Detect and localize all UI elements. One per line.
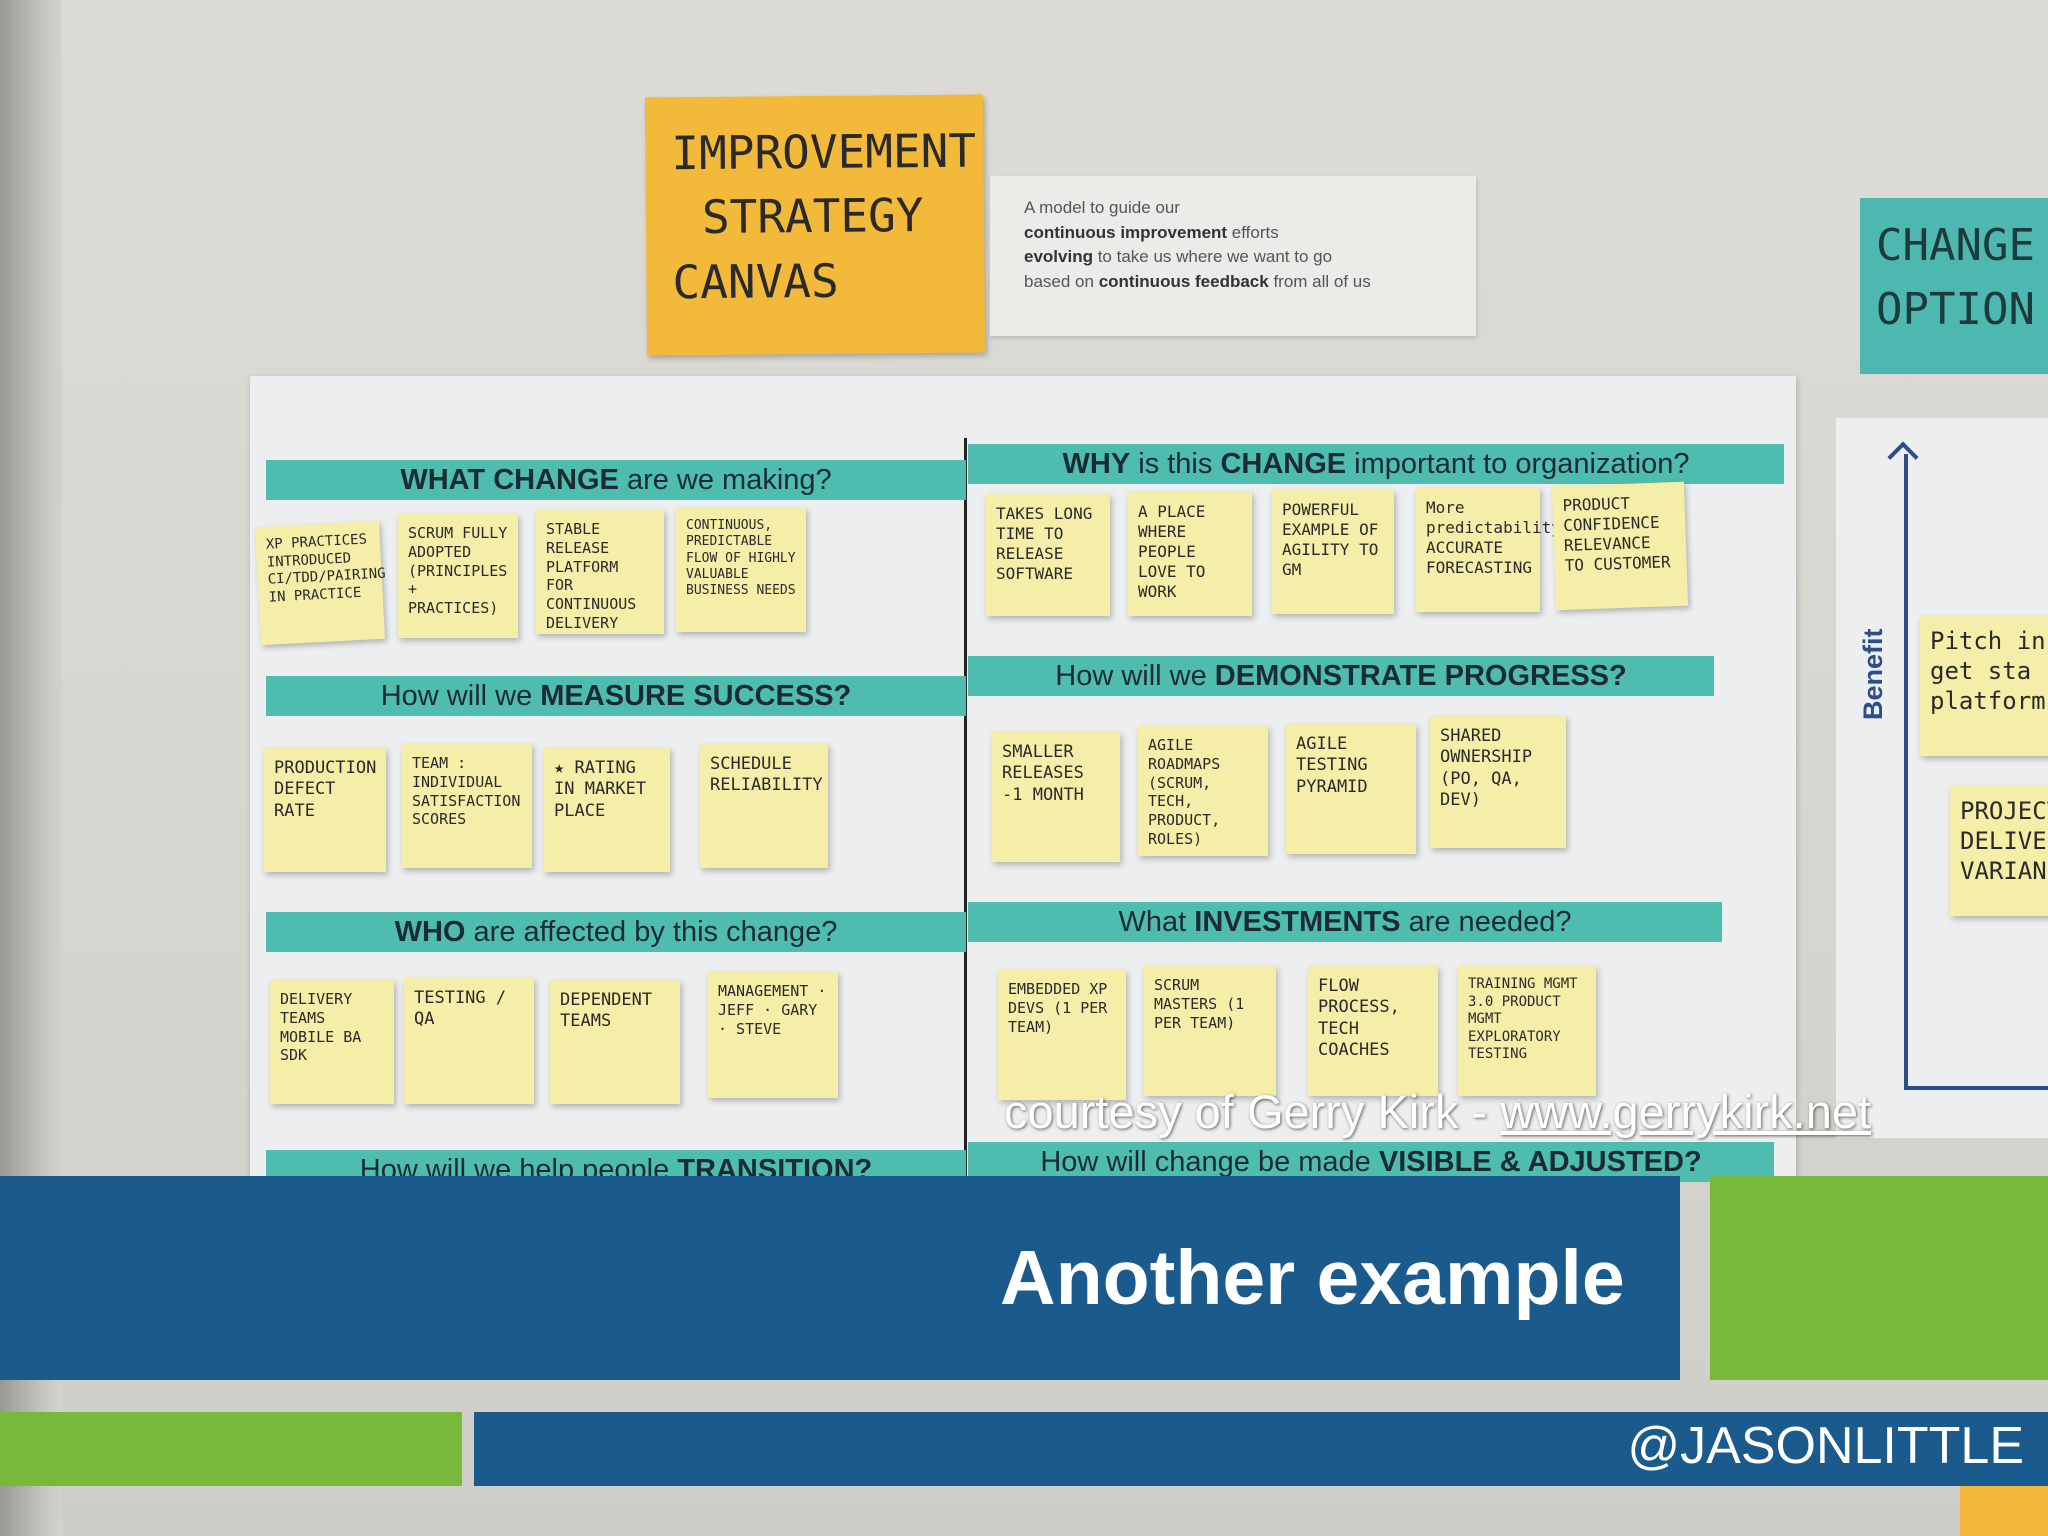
- sticky-note: SCRUM MASTERS (1 PER TEAM): [1144, 966, 1276, 1096]
- title-sticky: IMPROVEMENT STRATEGY CANVAS: [644, 94, 986, 356]
- title-line-2: STRATEGY: [701, 188, 924, 245]
- footer-blue-strip: [474, 1412, 2048, 1486]
- sticky-note: DEPENDENT TEAMS: [550, 980, 680, 1104]
- canvas-divider: [964, 438, 967, 1178]
- courtesy-caption: courtesy of Gerry Kirk - www.gerrykirk.n…: [1004, 1084, 1871, 1139]
- author-handle: @JASONLITTLE: [1627, 1417, 2024, 1475]
- slide-title: Another example: [1000, 1235, 1625, 1321]
- sticky-note: ★ RATING IN MARKET PLACE: [544, 748, 670, 872]
- gerrykirk-link[interactable]: www.gerrykirk.net: [1500, 1085, 1872, 1138]
- sticky-note: TEAM : INDIVIDUAL SATISFACTION SCORES: [402, 744, 532, 868]
- sticky-note: SMALLER RELEASES -1 MONTH: [992, 732, 1120, 862]
- model-description-card: A model to guide our continuous improvem…: [990, 176, 1476, 336]
- title-line-1: IMPROVEMENT: [671, 123, 977, 181]
- section-demonstrate-progress: How will we DEMONSTRATE PROGRESS?: [968, 656, 1714, 696]
- sticky-note: CONTINUOUS, PREDICTABLE FLOW OF HIGHLY V…: [676, 508, 806, 632]
- sticky-note: More predictability ACCURATE FORECASTING: [1416, 488, 1561, 612]
- model-line-2: continuous improvement efforts: [1024, 222, 1279, 242]
- change-options-poster: [1836, 418, 2048, 1138]
- sticky-note: SCHEDULE RELIABILITY: [700, 744, 828, 868]
- sticky-note: DELIVERY TEAMS MOBILE BA SDK: [270, 980, 394, 1104]
- courtesy-text: courtesy of Gerry Kirk -: [1004, 1085, 1501, 1138]
- sticky-note: PRODUCT CONFIDENCE RELEVANCE TO CUSTOMER: [1551, 481, 1689, 611]
- section-what-change: WHAT CHANGE are we making?: [266, 460, 966, 500]
- section-investments: What INVESTMENTS are needed?: [968, 902, 1722, 942]
- section-why-change: WHY is this CHANGE important to organiza…: [968, 444, 1784, 484]
- title-line-3: CANVAS: [672, 253, 839, 310]
- benefit-axis-label: Benefit: [1858, 628, 1888, 720]
- improvement-canvas-poster: WHAT CHANGE are we making? WHY is this C…: [250, 376, 1796, 1190]
- sticky-note: EMBEDDED XP DEVS (1 PER TEAM): [998, 970, 1126, 1100]
- accent-square: [1710, 1176, 2048, 1380]
- sticky-note: XP PRACTICES INTRODUCED CI/TDD/PAIRING I…: [254, 520, 386, 646]
- section-who-affected: WHO are affected by this change?: [266, 912, 966, 952]
- footer-green-strip: [0, 1412, 462, 1486]
- sticky-note: TAKES LONG TIME TO RELEASE SOFTWARE: [986, 494, 1110, 616]
- sticky-note: Pitch in get sta platform: [1920, 616, 2048, 756]
- title-banner: [0, 1176, 1680, 1380]
- corner-accent: [1960, 1486, 2048, 1536]
- sticky-note: PROJECT DELIVE VARIAN: [1950, 786, 2048, 916]
- sticky-note: TESTING / QA: [404, 978, 534, 1104]
- section-visible-adjusted: How will change be made VISIBLE & ADJUST…: [968, 1142, 1774, 1182]
- section-measure-success: How will we MEASURE SUCCESS?: [266, 676, 966, 716]
- change-card-line-2: OPTION: [1876, 283, 2035, 335]
- sticky-note: AGILE TESTING PYRAMID: [1286, 724, 1416, 854]
- sticky-note: STABLE RELEASE PLATFORM FOR CONTINUOUS D…: [536, 510, 664, 634]
- sticky-note: POWERFUL EXAMPLE OF AGILITY TO GM: [1272, 490, 1394, 614]
- benefit-axis: [1904, 454, 1908, 1090]
- horizontal-axis: [1904, 1086, 2048, 1090]
- sticky-note: SHARED OWNERSHIP (PO, QA, DEV): [1430, 716, 1566, 848]
- sticky-note: MANAGEMENT · JEFF · GARY · STEVE: [708, 972, 838, 1098]
- sticky-note: A PLACE WHERE PEOPLE LOVE TO WORK: [1128, 492, 1252, 616]
- sticky-note: SCRUM FULLY ADOPTED (PRINCIPLES + PRACTI…: [398, 514, 518, 638]
- sticky-note: FLOW PROCESS, TECH COACHES: [1308, 966, 1438, 1096]
- change-options-card: CHANGE OPTION: [1860, 198, 2048, 374]
- sticky-note: TRAINING MGMT 3.0 PRODUCT MGMT EXPLORATO…: [1458, 966, 1596, 1096]
- sticky-note: AGILE ROADMAPS (SCRUM, TECH, PRODUCT, RO…: [1138, 726, 1268, 856]
- model-line-4: based on continuous feedback from all of…: [1024, 271, 1371, 291]
- change-card-line-1: CHANGE: [1876, 220, 2035, 271]
- model-line-3: evolving to take us where we want to go: [1024, 247, 1333, 267]
- sticky-note: PRODUCTION DEFECT RATE: [264, 748, 386, 872]
- model-line-1: A model to guide our: [1024, 198, 1180, 217]
